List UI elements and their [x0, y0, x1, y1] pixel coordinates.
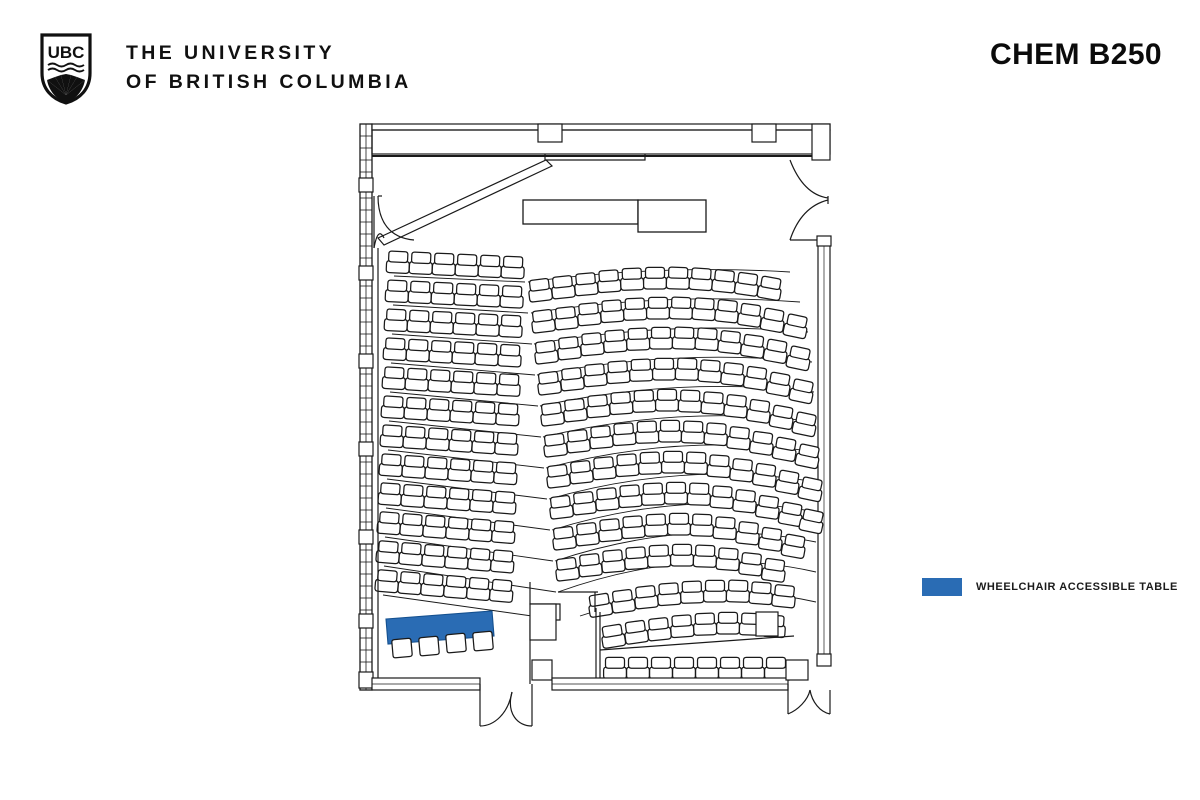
legend: WHEELCHAIR ACCESSIBLE TABLE	[922, 578, 1178, 596]
wordmark-line-1: THE UNIVERSITY	[126, 42, 336, 64]
seat-row	[380, 395, 521, 427]
center-right-seating-block	[526, 266, 826, 619]
wordmark-line-2: OF BRITISH COLUMBIA	[126, 71, 412, 93]
door-bottom-right	[787, 684, 831, 715]
seat-row	[379, 424, 520, 456]
right-exterior-wall	[816, 235, 832, 667]
seat-row	[602, 656, 789, 680]
door-bottom-center	[479, 684, 533, 727]
plan-geometry	[358, 123, 832, 727]
ubc-wordmark: THE UNIVERSITY OF BRITISH COLUMBIA	[126, 33, 412, 97]
seat-row	[383, 308, 524, 339]
seat-row	[374, 568, 515, 604]
lower-right-seating-block	[595, 608, 795, 684]
svg-text:UBC: UBC	[48, 43, 85, 62]
door-top-right	[789, 159, 829, 241]
bottom-wall	[371, 659, 809, 691]
door-top-left	[373, 195, 415, 249]
demonstration-table	[637, 199, 707, 233]
accessible-ramp	[377, 159, 554, 246]
seat-row	[384, 279, 525, 309]
left-seating-block	[374, 250, 526, 604]
wheelchair-accessible-table	[385, 610, 495, 645]
lecture-bench	[522, 199, 639, 225]
legend-label-wheelchair-table: WHEELCHAIR ACCESSIBLE TABLE	[976, 581, 1178, 593]
seat-row	[385, 250, 526, 280]
left-exterior-wall	[358, 123, 374, 691]
room-title: CHEM B250	[990, 38, 1162, 71]
seat-row	[553, 543, 788, 584]
ubc-brand-lockup: UBC	[40, 33, 412, 105]
legend-swatch-wheelchair-table	[922, 578, 962, 596]
center-aisle-walls	[529, 582, 598, 684]
page-header: UBC	[0, 0, 1200, 120]
seat-row	[378, 453, 519, 486]
ubc-shield-icon: UBC	[40, 33, 92, 105]
seat-row	[381, 366, 522, 398]
top-wall-corridor	[371, 123, 831, 161]
